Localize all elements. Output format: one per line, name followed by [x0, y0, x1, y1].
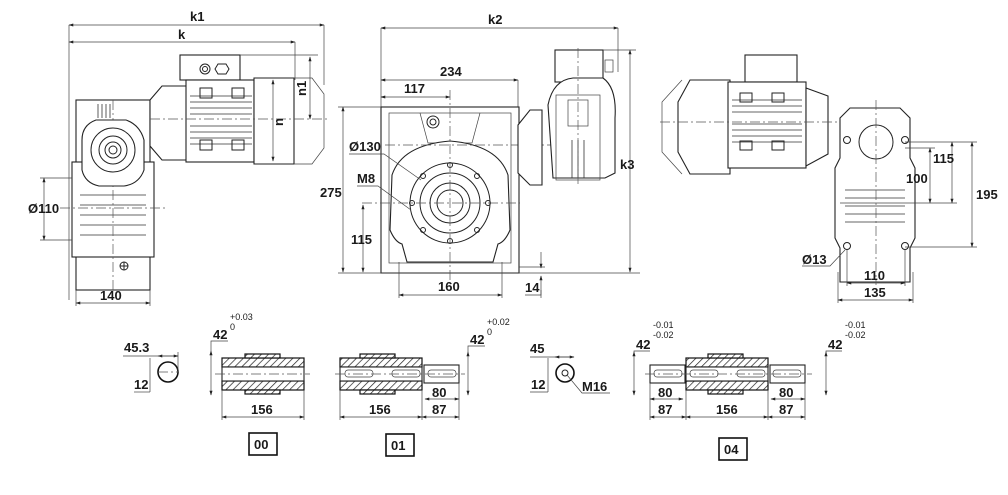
shaft-section-circle	[555, 363, 575, 383]
height195-label: 195	[976, 187, 998, 202]
type01-tol-upper: +0.02	[487, 317, 510, 327]
dia130-label: Ø130	[349, 139, 381, 154]
height100-label: 100	[906, 171, 928, 186]
m16-label: M16	[582, 379, 607, 394]
motor-fan-cover-right	[677, 79, 731, 175]
n1-label: n1	[294, 81, 309, 96]
dia13-leader	[802, 249, 846, 267]
width234-label: 234	[440, 64, 462, 79]
motor-adapter	[149, 85, 188, 161]
type01-shaft-length-label: 87	[432, 402, 446, 417]
left-view: k1 k	[28, 9, 330, 306]
worm-input-housing	[547, 77, 616, 179]
cable-gland-icon	[199, 63, 211, 75]
type04-tol-upper-right: -0.01	[845, 320, 866, 330]
front-view: k2 234 117	[320, 12, 640, 298]
type04-diameter-left-label: 42	[636, 337, 650, 352]
height115-right-label: 115	[933, 151, 954, 166]
key-height-45-label: 45	[530, 341, 544, 356]
right-view: 100 115 195 Ø13 110 135	[660, 54, 998, 303]
type01-diameter-label: 42	[470, 332, 484, 347]
shaft-type-01: 42 +0.02 0 156 80 87 01	[335, 317, 510, 457]
type04-tol-lower-left: -0.02	[653, 330, 674, 340]
width117-label: 117	[404, 81, 425, 96]
mounting-holes	[843, 136, 909, 250]
dia130-leader	[349, 153, 422, 181]
width160-label: 160	[438, 279, 460, 294]
type04-shaft-length-left-label: 87	[658, 402, 672, 417]
motor-body	[185, 79, 255, 163]
k3-label: k3	[620, 157, 634, 172]
type04-tol-upper-left: -0.01	[653, 320, 674, 330]
width140-label: 140	[100, 288, 122, 303]
type04-tol-lower-right: -0.02	[845, 330, 866, 340]
solid-key-detail: 45 12 M16	[530, 341, 610, 394]
m8-label: M8	[357, 171, 375, 186]
dia13-label: Ø13	[802, 252, 827, 267]
type04-key-length-left-label: 80	[658, 385, 672, 400]
key-height-45-3-label: 45.3	[124, 340, 149, 355]
type00-length-label: 156	[251, 402, 273, 417]
gearbox-housing-right	[834, 107, 916, 283]
type04-code: 04	[724, 442, 739, 457]
bore-key-detail: 45.3 12	[123, 340, 179, 393]
side-terminal-box	[554, 49, 604, 83]
type01-key-length-label: 80	[432, 385, 446, 400]
shaft-type-00: 42 +0.03 0 156 00	[209, 312, 310, 456]
type04-key-length-right-label: 80	[779, 385, 793, 400]
output-flange	[81, 119, 145, 187]
n-label: n	[271, 118, 286, 126]
type04-diameter-right-label: 42	[828, 337, 842, 352]
type01-code: 01	[391, 438, 405, 453]
width135-label: 135	[864, 285, 886, 300]
k2-label: k2	[488, 12, 502, 27]
type01-code-box	[385, 433, 415, 457]
type00-code: 00	[254, 437, 268, 452]
vent-plug-icon	[426, 115, 440, 129]
m8-leader	[357, 185, 412, 211]
type04-length-label: 156	[716, 402, 738, 417]
m16-leader	[566, 374, 610, 394]
type04-code-box	[718, 437, 748, 461]
foot14-label: 14	[525, 280, 540, 295]
worm-input-adapter	[517, 109, 543, 186]
k-label: k	[178, 27, 186, 42]
width110-right-label: 110	[864, 268, 885, 283]
key-width-12-label: 12	[134, 377, 148, 392]
type00-code-box	[248, 432, 278, 456]
hex-plug-icon	[214, 63, 230, 75]
type04-shaft-length-right-label: 87	[779, 402, 793, 417]
type00-tol-upper: +0.03	[230, 312, 253, 322]
type00-tol-lower: 0	[230, 322, 235, 332]
k1-label: k1	[190, 9, 204, 24]
type01-length-label: 156	[369, 402, 391, 417]
dia110-label: Ø110	[28, 201, 59, 216]
height275-label: 275	[320, 185, 342, 200]
motor-adapter-right	[805, 87, 829, 167]
terminal-box-right	[744, 54, 798, 83]
key-width-12b-label: 12	[531, 377, 545, 392]
type01-tol-lower: 0	[487, 327, 492, 337]
type00-diameter-label: 42	[213, 327, 227, 342]
shaft-type-04: 42 -0.01 -0.02 42 -0.01 -0.02 80 87 156 …	[632, 320, 866, 461]
height115-label: 115	[351, 232, 372, 247]
